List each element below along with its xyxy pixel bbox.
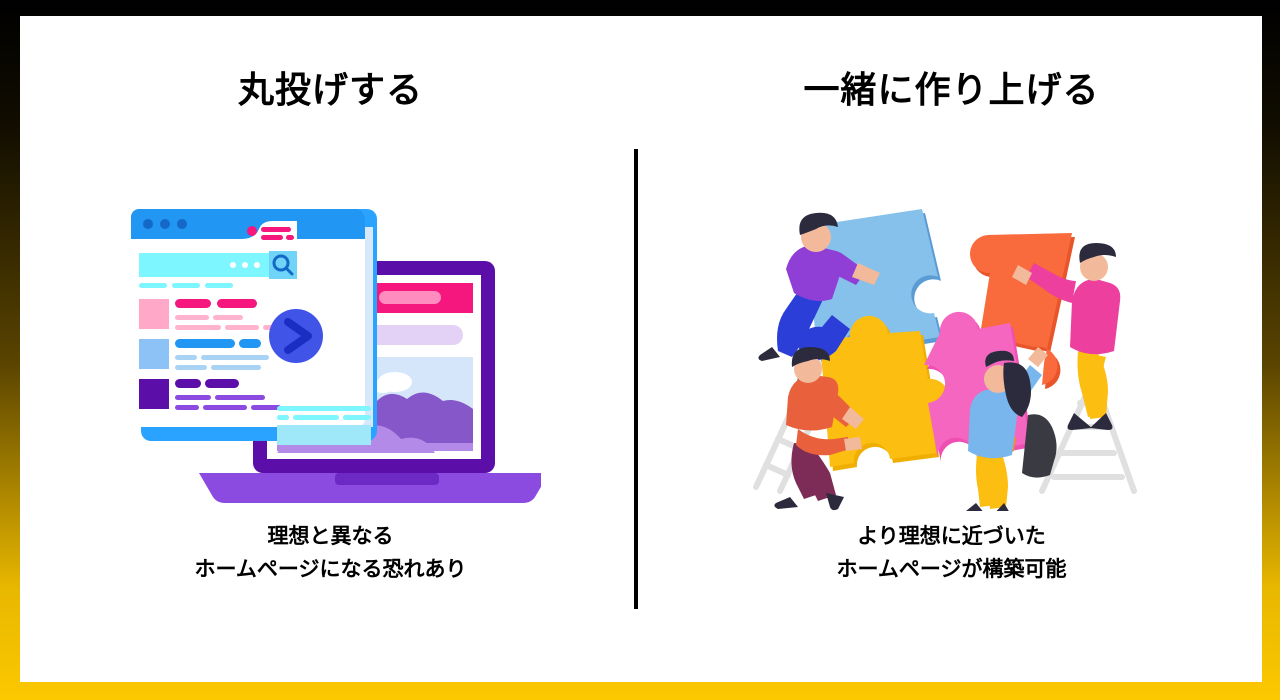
search-bar	[138, 251, 297, 288]
column-title-left: 丸投げする	[237, 69, 423, 110]
column-caption-right: より理想に近づいた ホームページが構築可能	[641, 521, 1262, 586]
search-icon	[272, 254, 293, 276]
browser-tab-primary	[246, 226, 294, 240]
caption-line-1: 理想と異なる	[267, 525, 394, 548]
result-row-purple	[138, 379, 281, 410]
window-control-dots	[142, 219, 187, 229]
caption-line-2: ホームページになる恐れあり	[194, 557, 467, 581]
puzzle-piece-yellow	[819, 315, 952, 471]
screen-card-bottom	[276, 406, 371, 445]
play-button-icon	[268, 309, 323, 363]
comparison-column-right: 一緒に作り上げる	[641, 16, 1262, 682]
puzzle-teamwork-illustration	[742, 191, 1162, 511]
laptop-browser-illustration	[121, 191, 541, 511]
slide-canvas: 丸投げする	[20, 16, 1262, 682]
column-caption-left: 理想と異なる ホームページになる恐れあり	[20, 521, 641, 586]
result-row-blue	[138, 339, 269, 370]
comparison-column-left: 丸投げする	[20, 16, 641, 682]
result-row-pink	[138, 299, 289, 330]
caption-line-1: より理想に近づいた	[857, 525, 1046, 548]
column-title-right: 一緒に作り上げる	[803, 69, 1100, 110]
person-magenta-right	[1011, 243, 1120, 430]
person-purple-top	[757, 212, 880, 390]
caption-line-2: ホームページが構築可能	[836, 557, 1067, 581]
browser-window-front	[130, 209, 365, 427]
person-orange-bottom	[773, 347, 864, 511]
person-lightblue-backpack	[965, 347, 1057, 511]
vertical-divider	[634, 149, 638, 609]
